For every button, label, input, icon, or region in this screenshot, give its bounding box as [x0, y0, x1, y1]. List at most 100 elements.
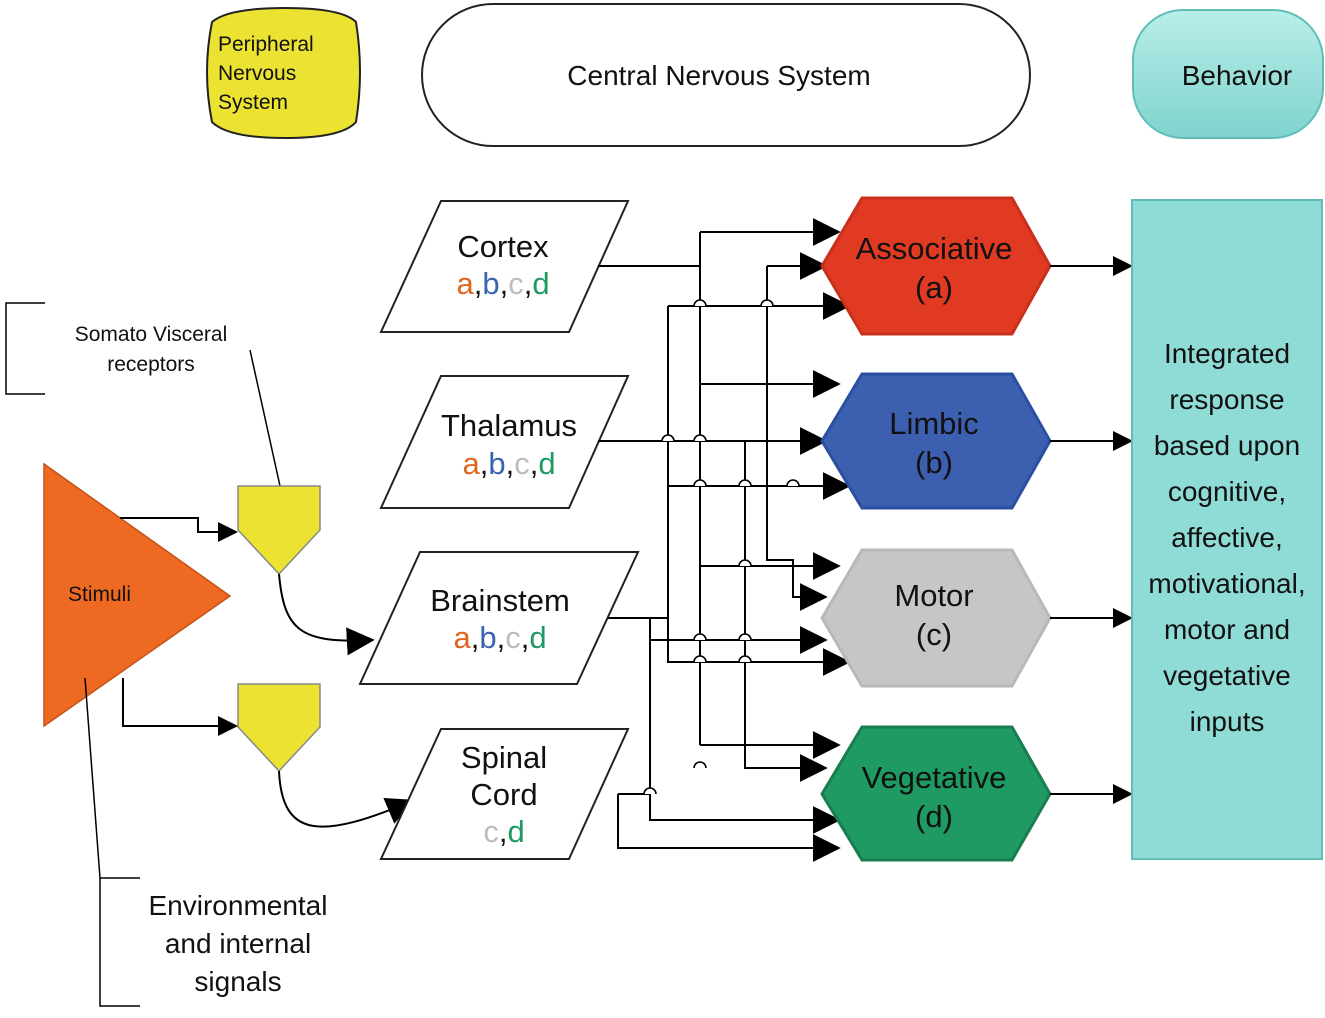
output-vegetative: Vegetative (d)	[820, 725, 1052, 862]
environment-line-3: signals	[194, 966, 281, 997]
target-letter: c	[508, 266, 524, 301]
motor-shape	[820, 548, 1052, 688]
target-letter: a	[462, 446, 480, 481]
brainstem-label: Brainstem	[430, 583, 570, 618]
target-letter: ,	[480, 446, 489, 481]
wire-crossing-hop	[738, 633, 752, 641]
wire-crossing-hop	[693, 655, 707, 663]
wire-crossing-hop	[693, 299, 707, 307]
response-line: motivational,	[1148, 568, 1305, 599]
target-letter: d	[507, 814, 524, 849]
environment-pointer	[84, 677, 101, 879]
associative-shape	[820, 196, 1052, 336]
target-letter: b	[479, 620, 496, 655]
output-arrows	[1050, 256, 1133, 804]
receptor-lower-shape	[237, 683, 321, 773]
stimuli-to-receptor-lower	[122, 678, 238, 736]
limbic-label: Limbic	[889, 406, 979, 441]
environment-annotation: Environmental and internal signals	[84, 677, 328, 1007]
target-letter: d	[529, 620, 546, 655]
response-line: cognitive,	[1168, 476, 1286, 507]
stimuli-to-receptor-upper	[120, 517, 238, 542]
response-line: vegetative	[1163, 660, 1291, 691]
response-line: inputs	[1190, 706, 1265, 737]
target-letter: ,	[506, 446, 515, 481]
target-letter: b	[482, 266, 499, 301]
stimuli-shape	[43, 462, 232, 728]
response-line: affective,	[1171, 522, 1283, 553]
motor-label: Motor	[894, 578, 973, 613]
thalamus-to-motor	[766, 441, 828, 611]
response-box	[1131, 199, 1323, 860]
wire-crossing-hop	[693, 761, 707, 769]
response-line: based upon	[1154, 430, 1300, 461]
wire-crossing-hop	[738, 559, 752, 567]
stimuli-node: Stimuli	[43, 462, 232, 728]
wire-crossing-hop	[693, 434, 707, 442]
output-systems: Associative(a)Limbic(b)Motor(c)Vegetativ…	[820, 196, 1052, 862]
target-letter: a	[456, 266, 474, 301]
brainstem-to-motor	[649, 618, 828, 654]
response-line: response	[1169, 384, 1284, 415]
output-limbic: Limbic (b)	[820, 372, 1052, 510]
target-letter: b	[488, 446, 505, 481]
receptor-upper-shape	[237, 485, 321, 576]
vegetative-label: Vegetative	[862, 760, 1007, 795]
pns-line-3: System	[218, 91, 288, 114]
wiring-network	[598, 218, 851, 862]
receptor-to-spinal-cord	[278, 770, 415, 828]
response-line: motor and	[1164, 614, 1290, 645]
spinal-cord-label: Cord	[470, 777, 537, 812]
behavior-title: Behavior	[1182, 60, 1293, 91]
thalamus-to-vegetative	[744, 441, 828, 782]
cns-title: Central Nervous System	[567, 60, 870, 91]
wire-crossing-hop	[693, 479, 707, 487]
environment-line-1: Environmental	[149, 890, 328, 921]
target-letter: c	[483, 814, 499, 849]
cns-shape	[421, 3, 1031, 147]
limbic-letter: (b)	[915, 445, 953, 480]
associative-label: Associative	[856, 231, 1013, 266]
environment-bracket	[99, 877, 140, 1007]
behavior-header: Behavior	[1132, 9, 1324, 139]
target-letter: c	[514, 446, 530, 481]
target-letter: ,	[497, 620, 506, 655]
wire-crossing-hop	[738, 655, 752, 663]
wire-crossing-hop	[760, 299, 774, 307]
target-letter: ,	[500, 266, 509, 301]
target-letter: ,	[499, 814, 508, 849]
response-line: Integrated	[1164, 338, 1290, 369]
receptors-line-2: receptors	[107, 353, 195, 376]
receptor-lower	[237, 683, 321, 773]
wire-crossing-hop	[738, 479, 752, 487]
vegetative-letter: (d)	[915, 799, 953, 834]
spinal-cord-label: Spinal	[461, 740, 547, 775]
pns-line-1: Peripheral	[218, 33, 314, 56]
receptors-bracket	[5, 302, 45, 395]
behavior-shape	[1132, 9, 1324, 139]
stimuli-label: Stimuli	[68, 583, 131, 606]
target-letter: ,	[471, 620, 480, 655]
wire-crossing-hop	[786, 479, 800, 487]
integrated-response: Integrated response based upon cognitive, af…	[1131, 199, 1323, 860]
associative-letter: (a)	[915, 270, 953, 305]
receptors-pointer	[249, 349, 281, 487]
cns-sources: Cortexa,b,c,dThalamusa,b,c,dBrainstema,b…	[358, 200, 640, 860]
cns-header: Central Nervous System	[421, 3, 1031, 147]
receptors-line-1: Somato Visceral	[75, 323, 228, 346]
receptor-to-brainstem	[278, 573, 375, 656]
thalamus-shape	[379, 375, 630, 509]
wire-crossing-hop	[661, 434, 675, 442]
receptor-upper	[237, 485, 321, 576]
target-letter: a	[453, 620, 471, 655]
target-letter: ,	[524, 266, 533, 301]
target-letter: c	[505, 620, 521, 655]
brainstem-to-vegetative	[649, 640, 841, 834]
pns-shape	[206, 6, 361, 140]
